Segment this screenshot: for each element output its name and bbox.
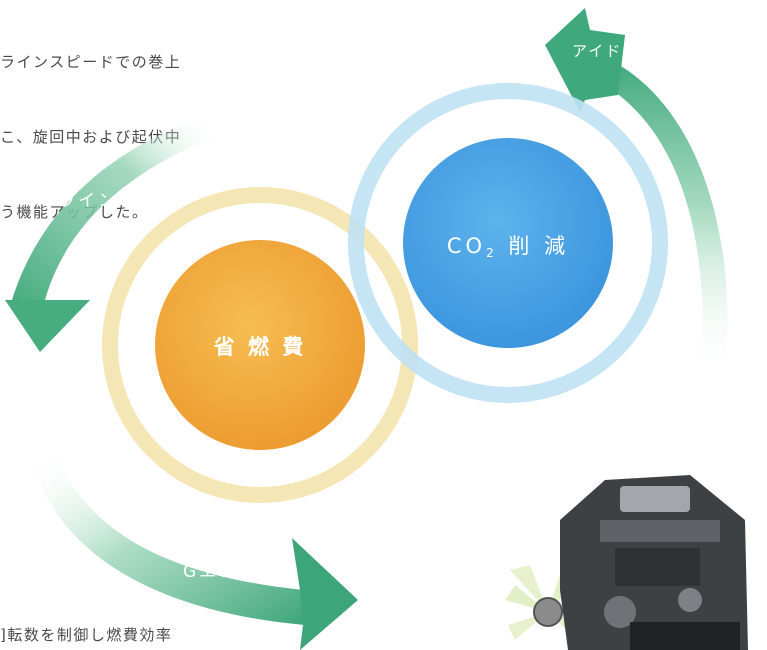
co2-reduction-label: CO2 削 減 xyxy=(447,234,569,260)
idle-stop-label: アイドルストップ xyxy=(572,42,707,60)
engine-pulley xyxy=(604,596,636,628)
g-engine-arrow: Gエンジン xyxy=(35,450,358,650)
idle-stop-arrow: アイドルストップ xyxy=(545,8,728,380)
intro-paragraph: ラインスピードでの巻上 こ、旋回中および起伏中 う機能アップした。 xyxy=(0,0,181,275)
engine-detail xyxy=(615,548,700,586)
co2-ring xyxy=(348,83,668,403)
bottom-paragraph: ]転数を制御し燃費効率 xyxy=(0,626,173,644)
intro-line: こ、旋回中および起伏中 xyxy=(0,128,182,146)
intro-line: ラインスピードでの巻上 xyxy=(0,53,182,71)
g-engine-arrow-body xyxy=(35,450,305,625)
g-winch-label: Gウインチ xyxy=(42,191,138,211)
g-engine-label: Gエンジン xyxy=(183,562,279,582)
g-winch-arrow-body xyxy=(12,118,212,300)
g-winch-arrowhead xyxy=(5,300,90,352)
fuel-saving-circle xyxy=(155,240,365,450)
fan-hub xyxy=(533,597,563,627)
co2-main-text: CO xyxy=(447,234,486,258)
co2-suffix-text: 削 減 xyxy=(498,234,569,258)
engine-detail xyxy=(600,520,720,542)
g-engine-arrowhead xyxy=(292,538,358,650)
engine-manifold xyxy=(620,486,690,512)
co2-subscript: 2 xyxy=(486,246,498,260)
co2-reduction-circle xyxy=(403,138,613,348)
engine-pulley xyxy=(678,588,702,612)
g-winch-arrow: Gウインチ xyxy=(5,118,212,352)
idle-stop-arrowhead xyxy=(545,8,625,112)
fuel-ring xyxy=(102,187,418,503)
engine-image xyxy=(505,475,748,650)
fuel-saving-label: 省 燃 費 xyxy=(213,335,307,359)
engine-base xyxy=(630,622,740,650)
